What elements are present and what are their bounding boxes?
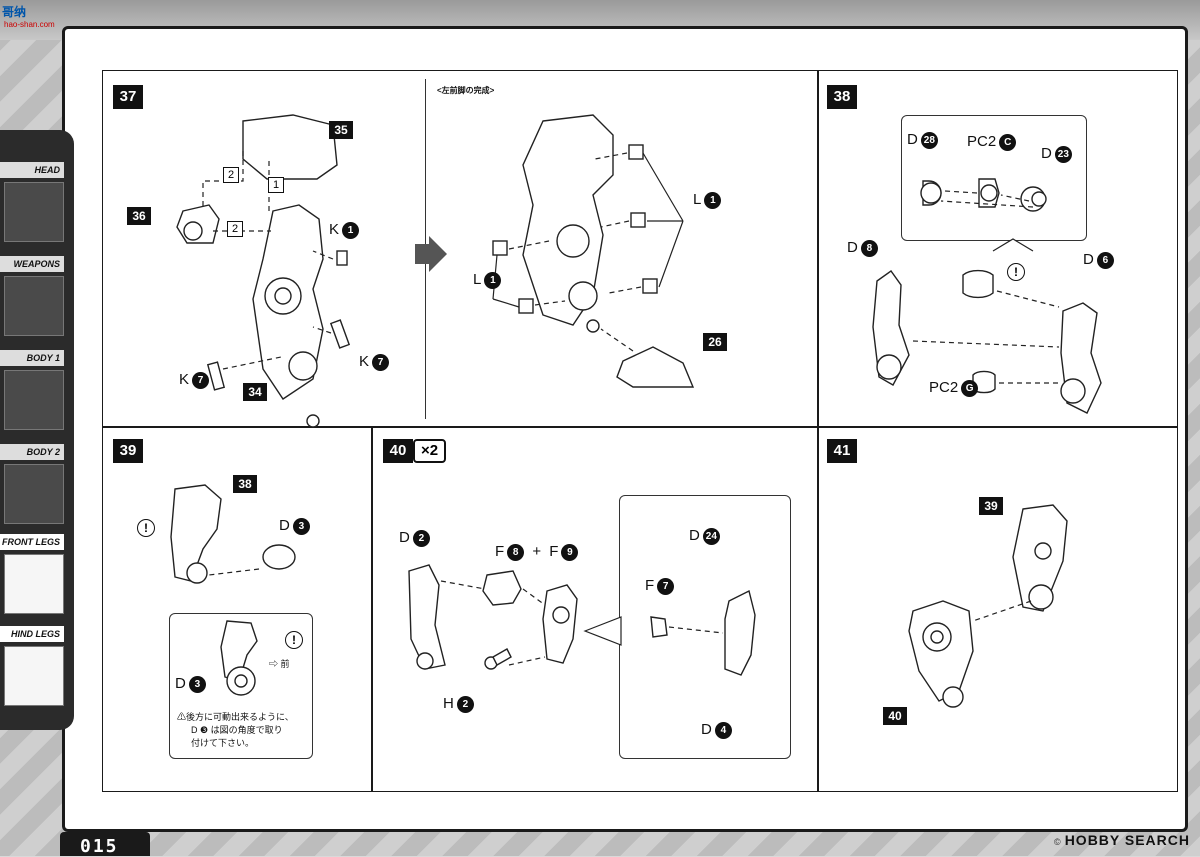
column-divider bbox=[371, 426, 373, 791]
step-number: 40 bbox=[383, 439, 413, 463]
completed-front-leg-diagram bbox=[492, 114, 695, 388]
step40-diagram bbox=[408, 564, 756, 676]
site-logo-url: hao-shan.com bbox=[4, 20, 55, 29]
step41-diagram bbox=[908, 504, 1068, 708]
column-divider bbox=[817, 71, 819, 426]
front-direction-label: ⇨ 前 bbox=[269, 659, 290, 669]
ref-part-badge: 35 bbox=[329, 121, 353, 139]
sidebar-tab-weapons[interactable]: WEAPONS bbox=[0, 256, 68, 340]
caution-icon: ! bbox=[137, 519, 155, 537]
body1-thumbnail-icon bbox=[4, 370, 64, 430]
hind-legs-thumbnail-icon bbox=[4, 646, 64, 706]
sidebar-tab-body2[interactable]: BODY 2 bbox=[0, 444, 68, 528]
step39-diagram bbox=[170, 484, 296, 584]
body2-thumbnail-icon bbox=[4, 464, 64, 524]
front-legs-thumbnail-icon bbox=[4, 554, 64, 614]
step-number: 37 bbox=[113, 85, 143, 109]
sidebar-tab-head[interactable]: HEAD bbox=[0, 162, 68, 246]
subassembly-caption: <左前脚の完成> bbox=[437, 86, 495, 95]
caution-icon: ! bbox=[1007, 263, 1025, 281]
ref-part-badge: 34 bbox=[243, 383, 267, 401]
tab-label: HEAD bbox=[0, 162, 64, 178]
ref-part-badge: 38 bbox=[233, 475, 257, 493]
watermark: ©HOBBY SEARCH bbox=[1054, 832, 1190, 848]
column-divider bbox=[817, 426, 819, 791]
sidebar-tab-body1[interactable]: BODY 1 bbox=[0, 350, 68, 434]
site-logo: 哥纳 bbox=[2, 5, 27, 19]
tab-label: FRONT LEGS bbox=[0, 534, 64, 550]
section-sidebar: HEAD WEAPONS BODY 1 BODY 2 FRONT LEGS HI… bbox=[0, 130, 74, 730]
step-number: 41 bbox=[827, 439, 857, 463]
step-number: 39 bbox=[113, 439, 143, 463]
step37-diagram bbox=[176, 114, 351, 428]
order-number: 2 bbox=[227, 221, 243, 237]
row-divider bbox=[103, 426, 1177, 428]
order-number: 2 bbox=[223, 167, 239, 183]
weapons-thumbnail-icon bbox=[4, 276, 64, 336]
page-number-tab bbox=[60, 832, 150, 856]
ref-part-badge: 39 bbox=[979, 497, 1003, 515]
tab-label: HIND LEGS bbox=[0, 626, 64, 642]
sidebar-tab-hind-legs[interactable]: HIND LEGS bbox=[0, 626, 68, 710]
arrow-right-icon bbox=[415, 236, 447, 272]
step38-diagram bbox=[872, 178, 1102, 414]
ref-part-badge: 36 bbox=[127, 207, 151, 225]
head-thumbnail-icon bbox=[4, 182, 64, 242]
step39-detail-diagram bbox=[220, 620, 258, 696]
ref-part-badge: 40 bbox=[883, 707, 907, 725]
page-number: 015 bbox=[80, 836, 119, 857]
tab-label: BODY 1 bbox=[0, 350, 64, 366]
quantity-multiplier: ×2 bbox=[413, 439, 447, 463]
sidebar-tab-front-legs[interactable]: FRONT LEGS bbox=[0, 534, 68, 618]
ref-part-badge: 26 bbox=[703, 333, 727, 351]
order-number: 1 bbox=[268, 177, 284, 193]
tab-label: BODY 2 bbox=[0, 444, 64, 460]
caution-icon: ! bbox=[285, 631, 303, 649]
tab-label: WEAPONS bbox=[0, 256, 64, 272]
step-number: 38 bbox=[827, 85, 857, 109]
assembly-note: ⚠後方に可動出来るように、 D ❸ は図の角度で取り 付けて下さい。 bbox=[177, 712, 294, 748]
